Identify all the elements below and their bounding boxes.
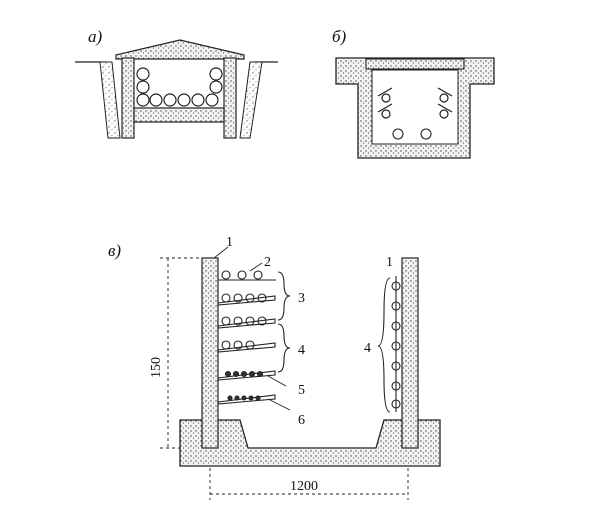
callout-4-left: 4 — [298, 343, 305, 358]
duct-cavity — [371, 69, 459, 145]
trench-wall-right — [239, 61, 263, 139]
height-dimension-label: 150 — [149, 357, 164, 378]
callout-leaders — [213, 246, 291, 411]
trough-cover — [115, 39, 245, 60]
callout-1-left: 1 — [226, 235, 233, 250]
panel-a-label: а) — [88, 27, 103, 46]
cable-bundle — [136, 67, 223, 107]
floor-cables — [392, 128, 432, 140]
base-slab — [179, 419, 441, 467]
braces — [277, 271, 391, 413]
post-right — [223, 57, 237, 139]
left-cable-shelves — [217, 270, 276, 405]
panel-b: б) — [332, 27, 495, 159]
wall-right — [401, 257, 419, 449]
panel-b-label: б) — [332, 27, 347, 46]
callout-5: 5 — [298, 383, 305, 398]
height-dimension — [160, 257, 202, 449]
post-left — [121, 57, 135, 139]
duct-lid — [365, 58, 465, 70]
callout-1-right: 1 — [386, 255, 393, 270]
width-dimension — [209, 468, 409, 500]
trench-wall-left — [99, 61, 121, 139]
panel-v: в) — [108, 235, 441, 500]
right-cable-column — [391, 276, 401, 412]
width-dimension-label: 1200 — [290, 479, 318, 494]
panel-a: а) — [75, 27, 278, 139]
callout-3: 3 — [298, 291, 305, 306]
callout-4-right: 4 — [364, 341, 371, 356]
callout-6: 6 — [298, 413, 305, 428]
bottom-slab — [133, 107, 225, 123]
wall-left — [201, 257, 219, 449]
panel-v-label: в) — [108, 241, 121, 260]
cable-brackets — [377, 87, 453, 119]
callout-2: 2 — [264, 255, 271, 270]
